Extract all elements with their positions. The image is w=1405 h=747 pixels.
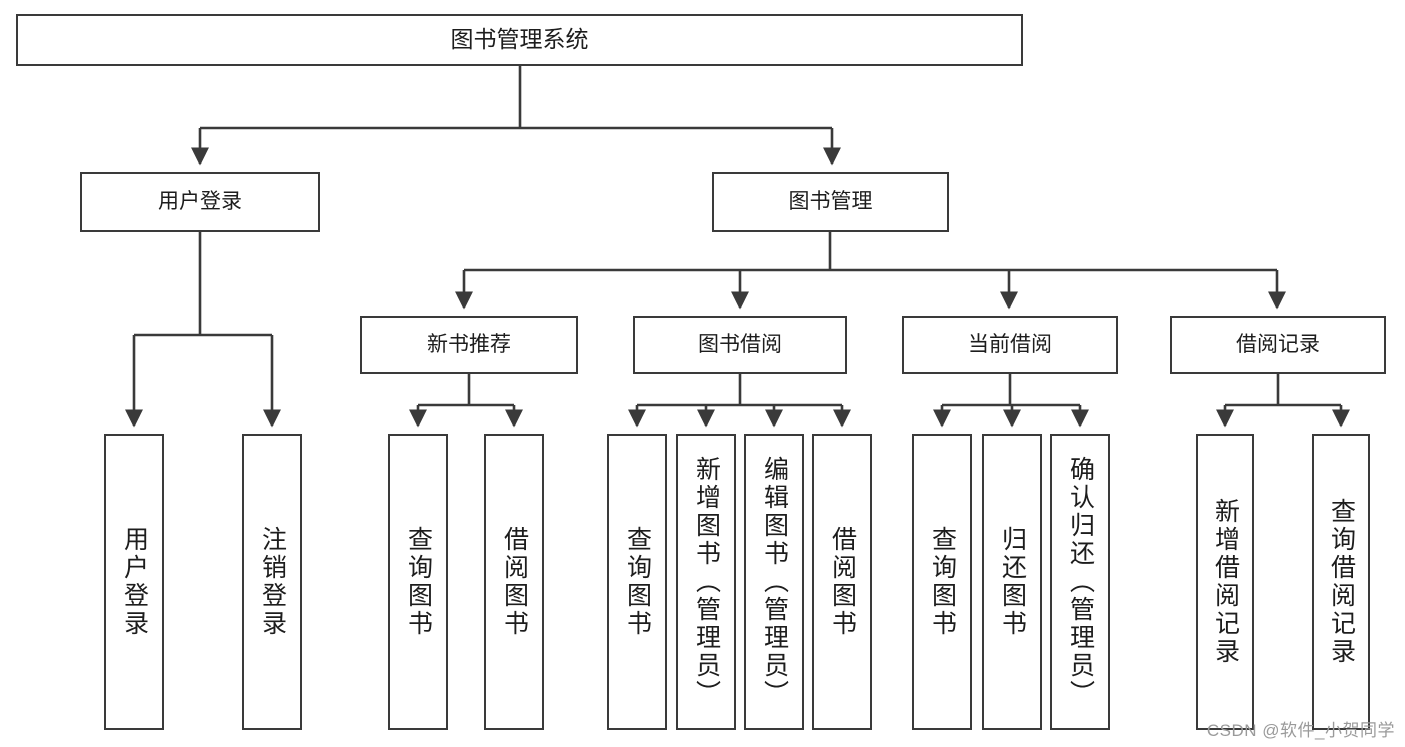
node-label: 借阅图书 xyxy=(500,526,529,638)
node-label: 用户登录 xyxy=(158,190,242,214)
node-book-borrow[interactable]: 图书借阅 xyxy=(633,316,847,374)
leaf-node[interactable]: 编辑图书（管理员） xyxy=(744,434,804,730)
leaf-node[interactable]: 查询图书 xyxy=(912,434,972,730)
leaf-node[interactable]: 查询图书 xyxy=(388,434,448,730)
node-label: 新增图书（管理员） xyxy=(692,456,721,708)
node-new-book-recommend[interactable]: 新书推荐 xyxy=(360,316,578,374)
node-book-management[interactable]: 图书管理 xyxy=(712,172,949,232)
node-current-borrow[interactable]: 当前借阅 xyxy=(902,316,1118,374)
node-label: 查询图书 xyxy=(928,526,957,638)
node-label: 查询图书 xyxy=(623,526,652,638)
leaf-node[interactable]: 新增图书（管理员） xyxy=(676,434,736,730)
leaf-node[interactable]: 借阅图书 xyxy=(484,434,544,730)
node-label: 图书管理 xyxy=(788,190,873,214)
leaf-node[interactable]: 借阅图书 xyxy=(812,434,872,730)
watermark-text: CSDN @软件_小贺同学 xyxy=(1206,721,1395,740)
leaf-node[interactable]: 查询图书 xyxy=(607,434,667,730)
node-user-login[interactable]: 用户登录 xyxy=(80,172,320,232)
node-label: 归还图书 xyxy=(998,526,1027,638)
node-label: 图书管理系统 xyxy=(450,26,589,53)
node-label: 当前借阅 xyxy=(968,333,1052,357)
node-root-system[interactable]: 图书管理系统 xyxy=(16,14,1023,66)
leaf-node[interactable]: 新增借阅记录 xyxy=(1196,434,1254,730)
leaf-node[interactable]: 归还图书 xyxy=(982,434,1042,730)
leaf-node[interactable]: 确认归还（管理员） xyxy=(1050,434,1110,730)
node-label: 新增借阅记录 xyxy=(1211,498,1240,666)
node-borrow-record[interactable]: 借阅记录 xyxy=(1170,316,1386,374)
node-label: 图书借阅 xyxy=(698,333,782,357)
leaf-node[interactable]: 用户登录 xyxy=(104,434,164,730)
leaf-node[interactable]: 查询借阅记录 xyxy=(1312,434,1370,730)
node-label: 借阅记录 xyxy=(1236,333,1320,357)
node-label: 新书推荐 xyxy=(427,333,511,357)
node-label: 查询借阅记录 xyxy=(1327,498,1356,666)
node-label: 借阅图书 xyxy=(828,526,857,638)
node-label: 确认归还（管理员） xyxy=(1066,456,1095,708)
node-label: 注销登录 xyxy=(258,526,287,638)
leaf-node[interactable]: 注销登录 xyxy=(242,434,302,730)
node-label: 用户登录 xyxy=(120,526,149,638)
node-label: 查询图书 xyxy=(404,526,433,638)
node-label: 编辑图书（管理员） xyxy=(760,456,789,708)
